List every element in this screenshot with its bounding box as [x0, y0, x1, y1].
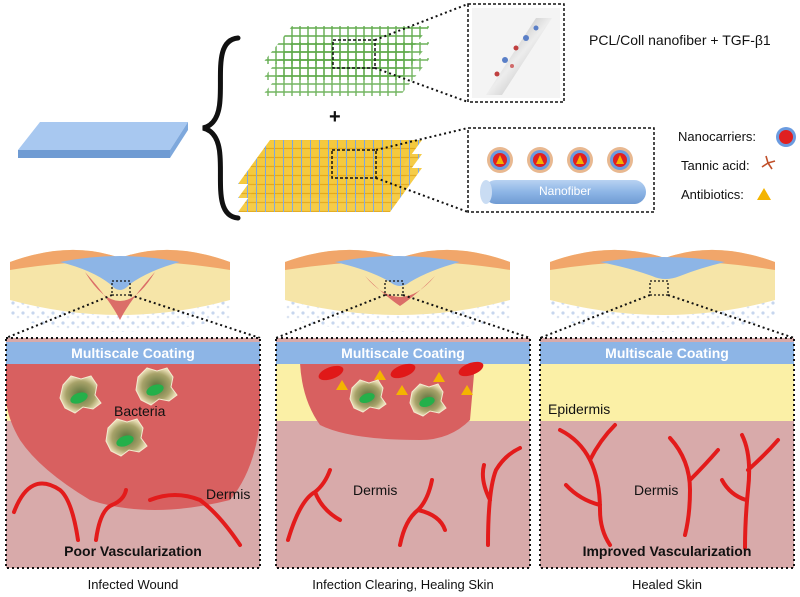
panel-border [5, 337, 261, 569]
caption-healed-skin: Healed Skin [631, 577, 703, 592]
bacteria-cell [59, 375, 102, 414]
panel-infected-wound [6, 338, 260, 568]
plus-label: + [329, 106, 341, 128]
curly-brace [202, 35, 241, 221]
skin-section-2 [285, 249, 510, 332]
nanocarrier-icon [776, 127, 796, 147]
bacteria-cell [349, 379, 387, 413]
coating-label: Multiscale Coating [341, 345, 465, 361]
tannic-acid-icon [761, 155, 776, 170]
coating-label: Multiscale Coating [605, 345, 729, 361]
dermis-label: Dermis [353, 482, 398, 498]
blood-vessels [558, 423, 780, 550]
legend-nanocarriers: Nanocarriers: [678, 129, 757, 144]
legend-antibiotics: Antibiotics: [681, 187, 744, 202]
zoom-box-bottom [331, 149, 377, 179]
skin-section-3 [550, 249, 775, 332]
bacteria-cell [135, 367, 178, 406]
coating-slab [18, 122, 188, 158]
yellow-nanofiber-mesh [238, 140, 422, 212]
antibiotic-icon [757, 188, 771, 200]
zoom-line [375, 177, 469, 213]
antibiotic-particles [336, 370, 473, 395]
zoom-line [375, 127, 469, 151]
nanocarriers-on-fiber [487, 147, 633, 173]
bacteria-cell [409, 383, 447, 417]
bacteria-cell [105, 418, 148, 457]
caption-healing-skin: Infection Clearing, Healing Skin [312, 577, 494, 592]
coating-label: Multiscale Coating [71, 345, 195, 361]
zoom-line [374, 67, 469, 103]
nanocarrier-particles [318, 361, 484, 381]
epidermis-label: Epidermis [548, 401, 611, 417]
dermis-label: Dermis [634, 482, 679, 498]
vascularization-note: Poor Vascularization [64, 543, 202, 559]
panel-border [275, 337, 531, 569]
dermis-label: Dermis [206, 486, 251, 502]
legend-tannic-acid: Tannic acid: [681, 158, 750, 173]
blood-vessels [12, 481, 242, 547]
fiber-label: PCL/Coll nanofiber + TGF-β1 [589, 32, 771, 48]
panel-healed-skin [540, 338, 794, 568]
caption-infected-wound: Infected Wound [87, 577, 179, 592]
blood-vessels [286, 446, 522, 547]
bacteria-label: Bacteria [114, 403, 166, 419]
zoom-line [374, 3, 469, 41]
panel-border [539, 337, 795, 569]
zoom-box-top [332, 39, 376, 69]
fiber-photo-inset [467, 3, 565, 103]
nanofiber-label: Nanofiber [538, 184, 592, 198]
green-nanofiber-mesh [262, 26, 430, 96]
skin-section-1 [10, 249, 230, 332]
panel-zoom-lines [5, 294, 795, 339]
vascularization-note: Improved Vascularization [582, 543, 752, 559]
